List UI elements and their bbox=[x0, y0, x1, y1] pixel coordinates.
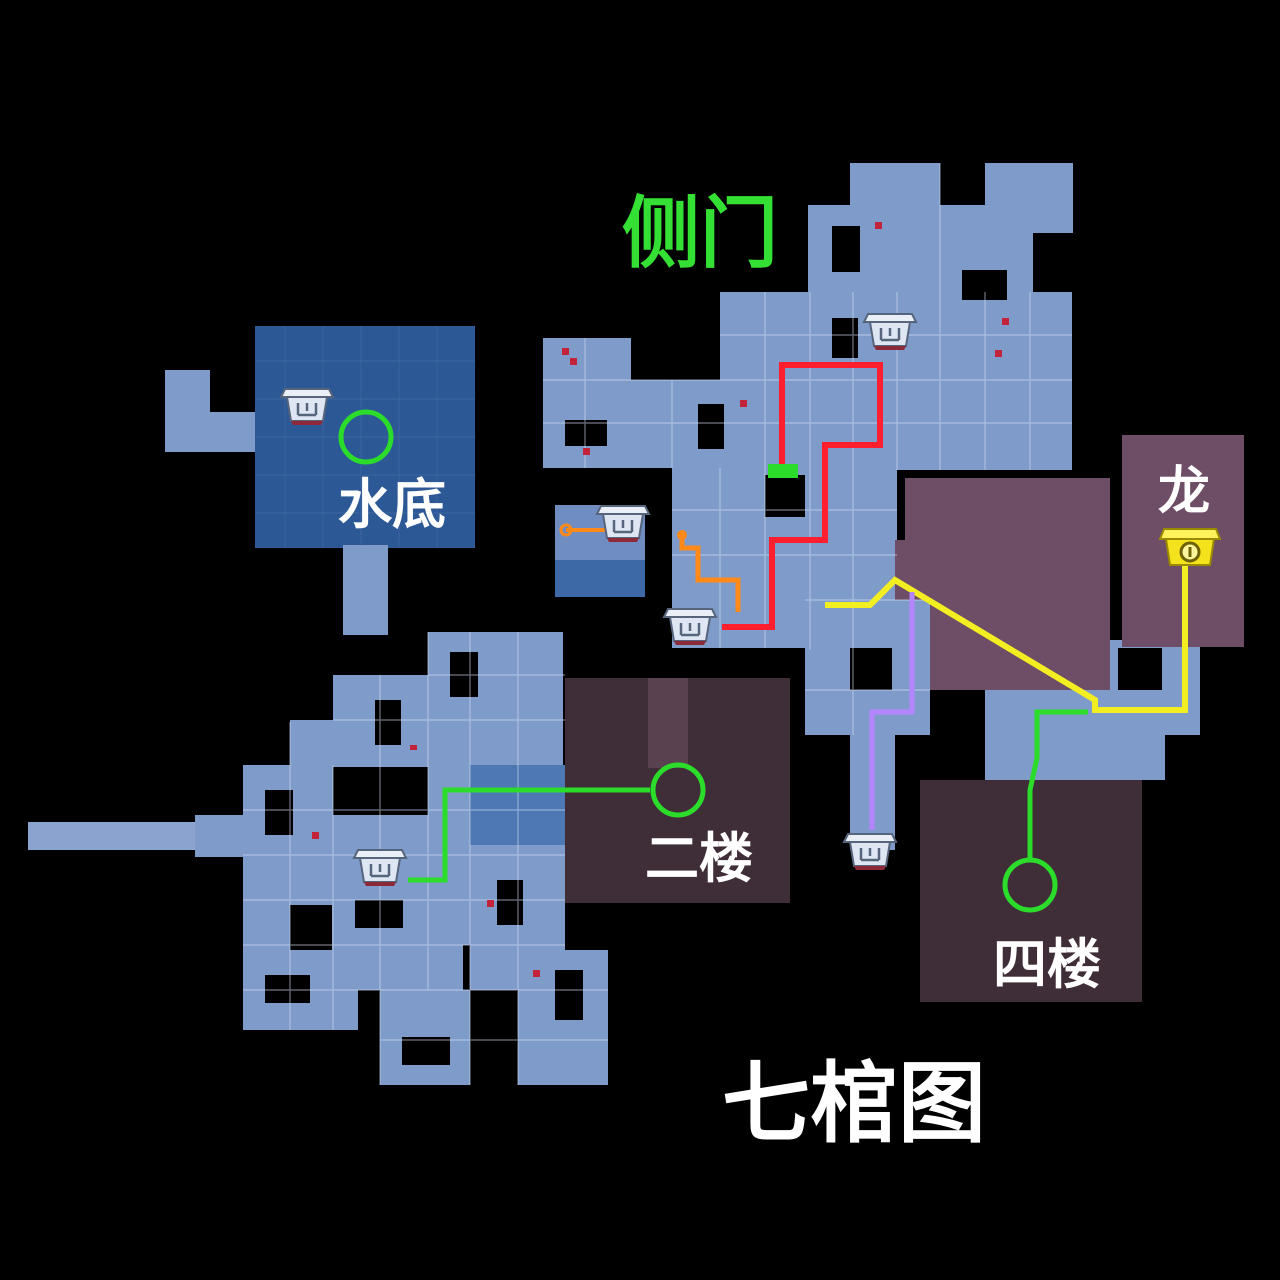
circle-marker-icon bbox=[338, 409, 394, 465]
room-underwater bbox=[165, 326, 475, 635]
red-markers bbox=[312, 222, 1009, 977]
label-underwater: 水底 bbox=[338, 473, 446, 536]
room-purple-center bbox=[895, 478, 1110, 690]
route-green-four bbox=[1027, 709, 1088, 860]
route-red bbox=[722, 362, 883, 630]
label-side-door: 侧门 bbox=[622, 189, 779, 279]
map-grid-overlay bbox=[243, 163, 1072, 1085]
circle-marker-icon bbox=[1002, 857, 1058, 913]
room-complex-lower bbox=[28, 632, 608, 1085]
label-floor-four: 四楼 bbox=[993, 933, 1101, 996]
coffin-icon bbox=[842, 832, 898, 872]
map-title: 七棺图 bbox=[722, 1052, 987, 1155]
golden-coffin-icon bbox=[1158, 527, 1222, 567]
route-yellow bbox=[825, 565, 1188, 713]
room-complex-upper bbox=[543, 163, 1200, 850]
route-purple bbox=[869, 592, 915, 830]
side-door-marker bbox=[768, 464, 798, 478]
label-dragon: 龙 bbox=[1158, 462, 1211, 522]
route-green-two bbox=[408, 787, 650, 883]
route-orange bbox=[679, 535, 741, 612]
circle-marker-icon bbox=[650, 762, 706, 818]
label-floor-two: 二楼 bbox=[645, 827, 753, 890]
room-small-left bbox=[555, 505, 645, 597]
